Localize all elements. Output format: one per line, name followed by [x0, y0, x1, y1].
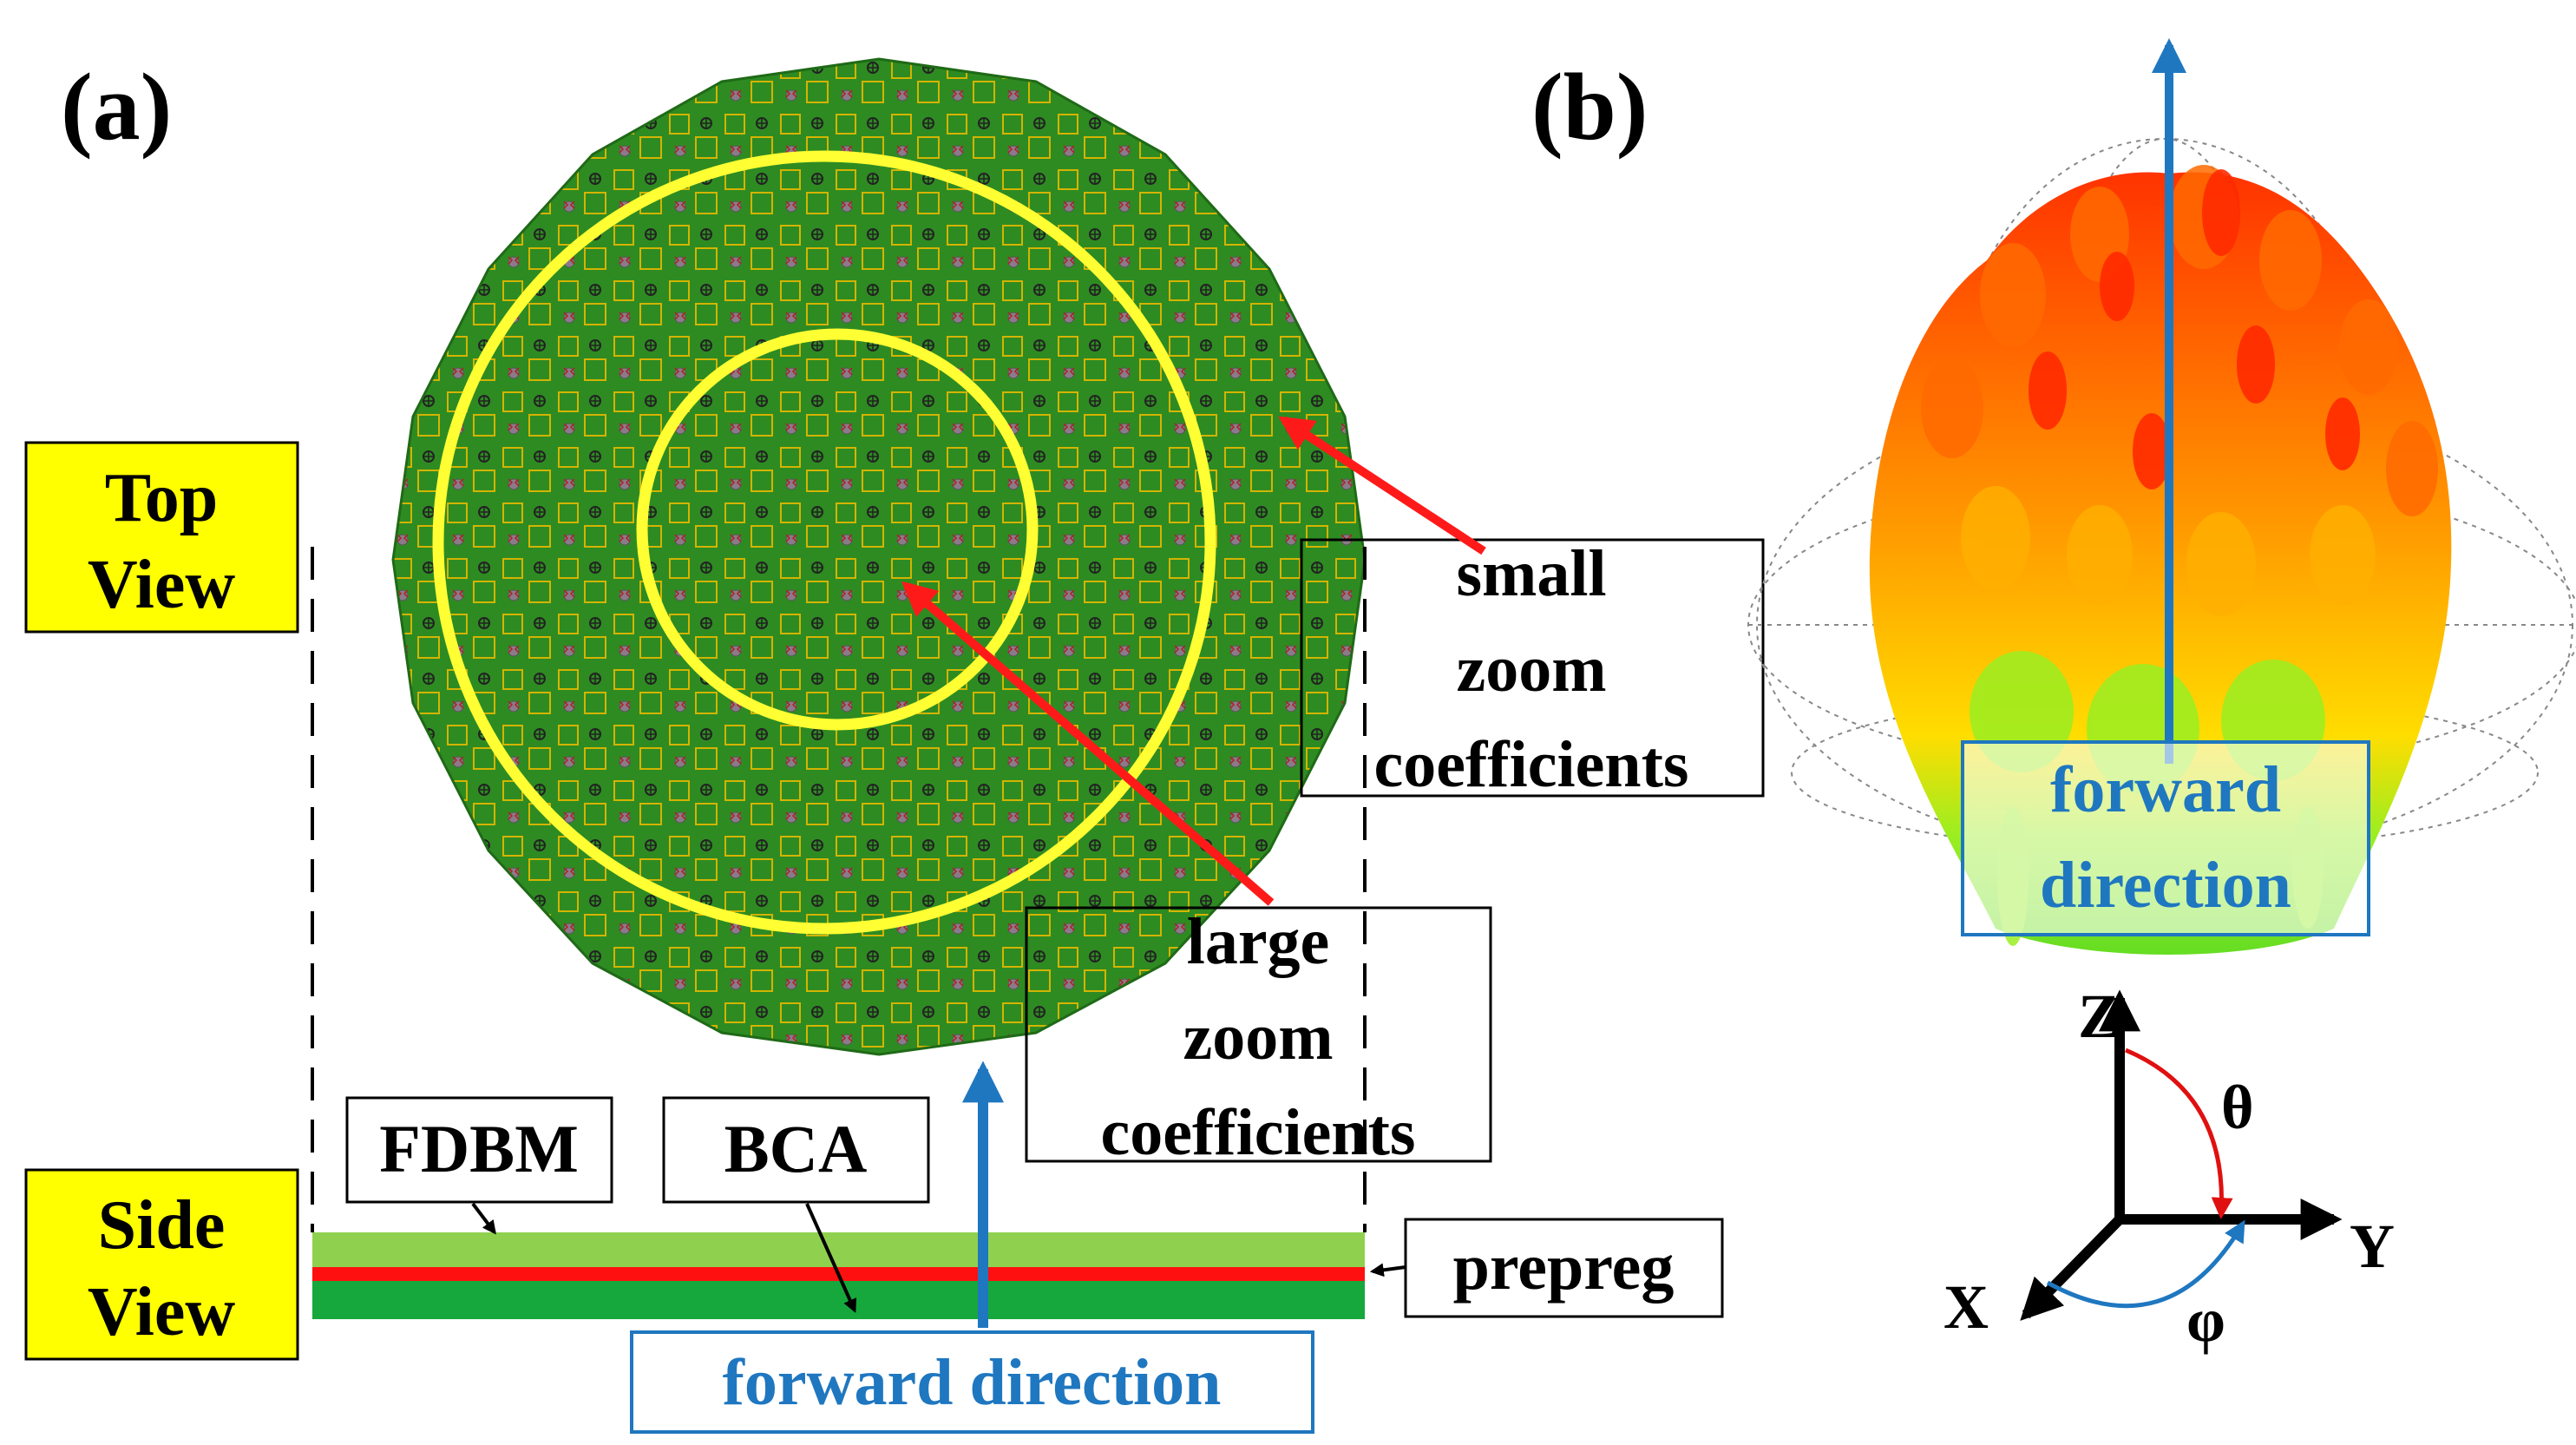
- prepreg-callout: prepreg: [1369, 1218, 1724, 1318]
- small-zoom-arrow: [1278, 416, 1486, 555]
- y-axis-label: Y: [2350, 1212, 2395, 1281]
- large-zoom-arrow: [901, 581, 1275, 906]
- metasurface-disc: [391, 57, 1367, 1056]
- bca-callout: BCA: [662, 1096, 930, 1313]
- coordinate-axes: Z Y X θ φ: [1943, 982, 2395, 1355]
- svg-text:forward direction: forward direction: [723, 1346, 1222, 1419]
- svg-text:BCA: BCA: [724, 1111, 868, 1186]
- x-axis: [2020, 1215, 2124, 1321]
- x-axis-label: X: [1943, 1272, 1989, 1342]
- layer-prepreg-bar: [312, 1281, 1365, 1319]
- large-zoom-callout: large zoom coefficients: [901, 581, 1492, 1169]
- svg-text:FDBM: FDBM: [379, 1111, 579, 1186]
- inner-yellow-ring: [636, 328, 1039, 731]
- side-view-stack: [312, 1232, 1365, 1319]
- small-zoom-callout: small zoom coefficients: [1278, 416, 1765, 801]
- svg-text:View: View: [88, 547, 236, 623]
- svg-text:forward: forward: [2050, 753, 2281, 826]
- theta-label: θ: [2221, 1073, 2254, 1142]
- svg-text:prepreg: prepreg: [1453, 1231, 1675, 1304]
- svg-text:View: View: [88, 1274, 236, 1350]
- svg-text:Side: Side: [98, 1187, 226, 1264]
- top-view-label: Top View: [24, 441, 299, 634]
- svg-text:direction: direction: [2040, 849, 2291, 922]
- svg-text:large: large: [1187, 905, 1330, 978]
- svg-text:zoom: zoom: [1183, 1001, 1333, 1074]
- fdbm-callout: FDBM: [345, 1096, 613, 1235]
- phi-label: φ: [2186, 1285, 2225, 1355]
- phi-arc: [2046, 1219, 2245, 1309]
- z-axis-label: Z: [2078, 982, 2120, 1051]
- svg-text:coefficients: coefficients: [1101, 1096, 1416, 1169]
- svg-text:coefficients: coefficients: [1374, 728, 1689, 801]
- svg-text:Top: Top: [105, 460, 219, 536]
- forward-direction-a: forward direction: [630, 1061, 1314, 1434]
- layer-fdbm-bar: [312, 1232, 1365, 1267]
- panel-a-label: (a): [61, 54, 172, 160]
- side-view-label: Side View: [24, 1168, 299, 1361]
- svg-text:zoom: zoom: [1456, 633, 1606, 706]
- panel-b-label: (b): [1531, 54, 1648, 160]
- forward-direction-b: forward direction: [1961, 38, 2370, 936]
- theta-arc: [2125, 1048, 2233, 1219]
- outer-yellow-ring: [432, 150, 1216, 935]
